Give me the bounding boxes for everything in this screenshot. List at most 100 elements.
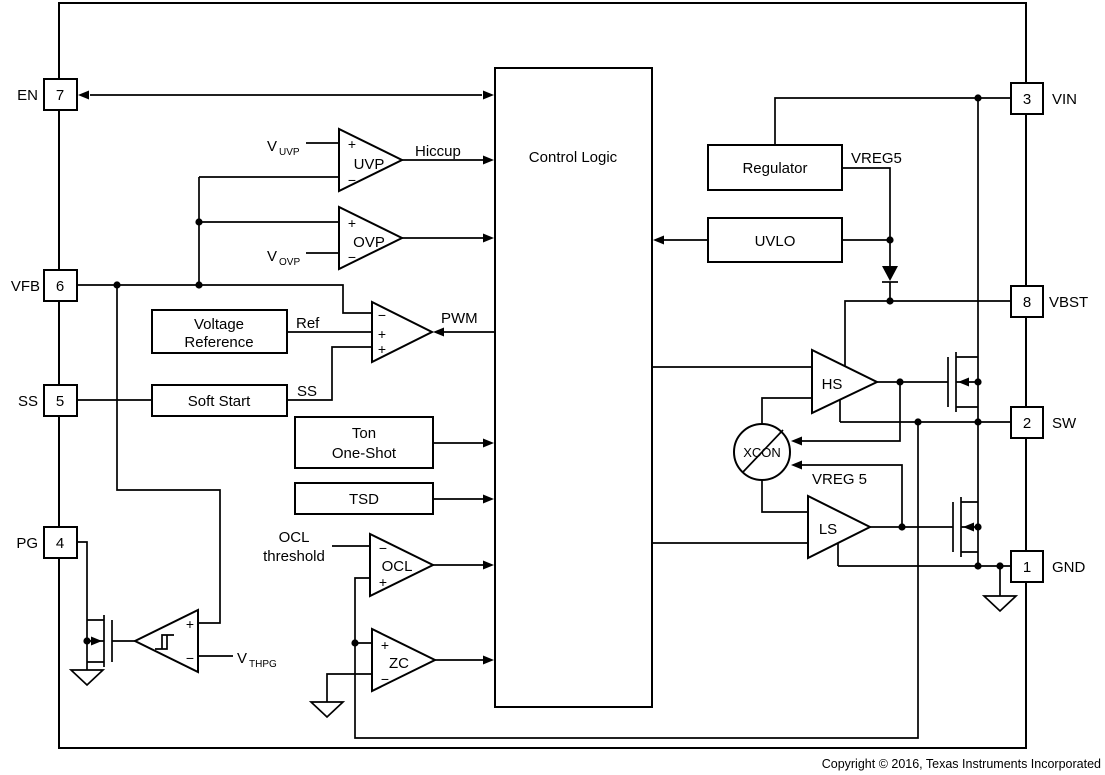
hs-gate-to-xcon bbox=[802, 382, 901, 442]
ovp-minus-sign: − bbox=[348, 249, 356, 265]
ocl-label: OCL bbox=[382, 558, 413, 575]
en-arrow-to-pin bbox=[78, 90, 89, 100]
main-ground-symbol bbox=[981, 595, 1019, 613]
pin-label-pg: PG bbox=[16, 535, 38, 552]
pin-en: 7 EN bbox=[17, 78, 78, 111]
vuvp-label-sub: UVP bbox=[279, 147, 300, 158]
pin-number-3: 3 bbox=[1023, 91, 1031, 108]
ic-outline bbox=[58, 2, 1027, 749]
pin-label-vbst: VBST bbox=[1049, 294, 1088, 311]
pg-comp-plus-sign: + bbox=[186, 616, 194, 632]
ls-mosfet-body-arrow bbox=[963, 522, 974, 532]
arrowheads bbox=[78, 90, 802, 665]
ocl-arrow bbox=[483, 560, 494, 570]
hysteresis-icon bbox=[155, 634, 174, 650]
hiccup-label: Hiccup bbox=[415, 143, 461, 160]
pwm-minus-sign: − bbox=[378, 307, 386, 323]
ovp-label: OVP bbox=[353, 234, 385, 251]
control-logic-label: Control Logic bbox=[529, 149, 618, 166]
pin-label-vfb: VFB bbox=[11, 278, 40, 295]
pg-ground-symbol bbox=[68, 669, 106, 687]
pin-label-ss: SS bbox=[18, 393, 38, 410]
pg-comp-minus-sign: − bbox=[186, 650, 194, 666]
zc-plus-sign: + bbox=[381, 637, 389, 653]
vreg5-ls-label: VREG 5 bbox=[812, 471, 867, 488]
vovp-label-sub: OVP bbox=[279, 257, 300, 268]
tsd-block: TSD bbox=[294, 482, 434, 515]
pin-number-1: 1 bbox=[1023, 559, 1031, 576]
pin-number-5: 5 bbox=[56, 393, 64, 410]
xcon-upper-arrow bbox=[791, 436, 802, 446]
ovp-plus-sign: + bbox=[348, 215, 356, 231]
ton-arrow bbox=[483, 438, 494, 448]
voltage-reference-label-1: Voltage bbox=[194, 316, 244, 333]
pwm-label: PWM bbox=[441, 310, 478, 327]
voltage-reference-label-2: Reference bbox=[184, 334, 253, 351]
vfb-net bbox=[77, 284, 372, 314]
copyright-text: Copyright © 2016, Texas Instruments Inco… bbox=[822, 757, 1101, 771]
uvlo-arrow bbox=[653, 235, 664, 245]
pg-mosfet bbox=[86, 615, 135, 670]
ls-gate-to-xcon bbox=[802, 464, 903, 527]
ls-driver: LS bbox=[807, 494, 873, 560]
tsd-arrow bbox=[483, 494, 494, 504]
ref-label: Ref bbox=[296, 315, 320, 332]
pwm-plus-sign-2: + bbox=[378, 341, 386, 357]
ton-one-shot-block: Ton One-Shot bbox=[294, 416, 434, 469]
zc-inv-input bbox=[326, 673, 372, 702]
ocl-minus-sign: − bbox=[379, 540, 387, 556]
soft-start-label: Soft Start bbox=[188, 393, 251, 410]
pin-number-2: 2 bbox=[1023, 415, 1031, 432]
uvp-comparator: + UVP − bbox=[338, 127, 405, 193]
vreg5-net bbox=[842, 167, 891, 240]
ovp-comparator: + OVP − bbox=[338, 205, 405, 271]
ovp-arrow bbox=[483, 233, 494, 243]
sw-sense-net bbox=[354, 422, 919, 739]
ocl-comparator: − OCL + bbox=[369, 532, 436, 598]
pwm-comparator: − + + bbox=[371, 300, 435, 364]
pin-label-vin: VIN bbox=[1052, 91, 1077, 108]
pin-number-8: 8 bbox=[1023, 294, 1031, 311]
regulator-block: Regulator bbox=[707, 144, 843, 191]
pin-gnd: 1 GND bbox=[1010, 550, 1086, 583]
uvp-plus-sign: + bbox=[348, 136, 356, 152]
hs-driver: HS bbox=[811, 348, 880, 415]
vthpg-label-base: V bbox=[237, 650, 247, 667]
vfb-to-pg-comp bbox=[116, 285, 221, 624]
pwm-plus-sign-1: + bbox=[378, 326, 386, 342]
regulator-label: Regulator bbox=[742, 160, 807, 177]
tsd-label: TSD bbox=[349, 491, 379, 508]
ton-label-1: Ton bbox=[352, 425, 376, 442]
xcon-lower-arrow bbox=[791, 460, 802, 470]
vthpg-label-sub: THPG bbox=[249, 659, 277, 670]
vin-net bbox=[774, 97, 1011, 145]
zc-comparator: + ZC − bbox=[371, 627, 438, 693]
ocl-threshold-label-2: threshold bbox=[263, 548, 325, 565]
control-logic-block: Control Logic bbox=[494, 67, 653, 708]
ocl-plus-sign: + bbox=[379, 574, 387, 590]
voltage-reference-block: Voltage Reference bbox=[151, 309, 288, 354]
zc-minus-sign: − bbox=[381, 671, 389, 687]
uvlo-block: UVLO bbox=[707, 217, 843, 263]
hs-driver-label: HS bbox=[822, 376, 843, 393]
vbst-net bbox=[844, 300, 1011, 366]
en-arrow-to-logic bbox=[483, 90, 494, 100]
pg-mosfet-body-arrow bbox=[91, 636, 102, 646]
pin-label-gnd: GND bbox=[1052, 559, 1086, 576]
ocl-threshold-label-1: OCL bbox=[279, 529, 310, 546]
vovp-label-base: V bbox=[267, 248, 277, 265]
xcon-to-hs bbox=[761, 397, 812, 424]
zc-arrow bbox=[483, 655, 494, 665]
vuvp-label-base: V bbox=[267, 138, 277, 155]
high-side-mosfet bbox=[947, 352, 979, 422]
uvp-minus-sign: − bbox=[348, 172, 356, 188]
bootstrap-diode bbox=[882, 266, 898, 283]
xcon-label: XCON bbox=[743, 445, 781, 460]
xcon-block: XCON bbox=[733, 423, 791, 481]
xcon-slash bbox=[742, 429, 784, 473]
pin-number-4: 4 bbox=[56, 535, 64, 552]
zc-ground-symbol bbox=[308, 701, 346, 719]
signal-labels: Hiccup PWM Ref SS VREG5 VREG 5 OCL thres… bbox=[237, 138, 902, 670]
pin-number-7: 7 bbox=[56, 87, 64, 104]
